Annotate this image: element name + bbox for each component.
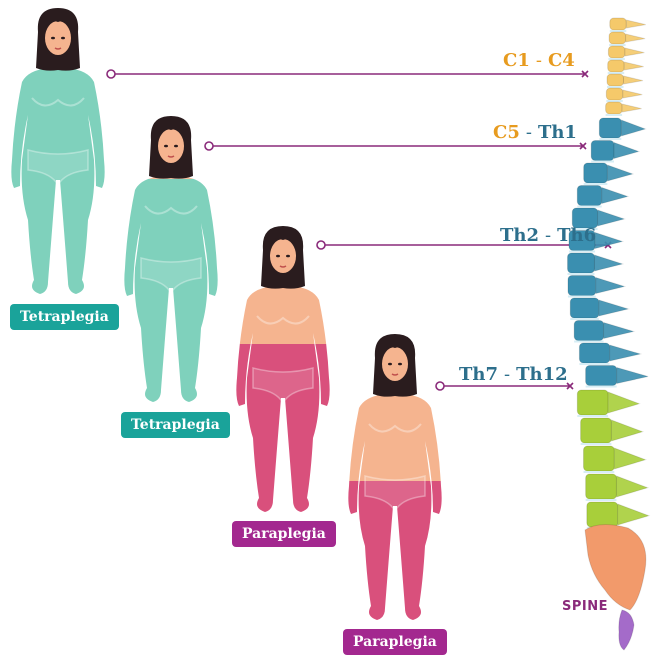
thoracic-vertebra — [584, 163, 633, 185]
sacrum — [585, 524, 646, 610]
level-separator: - — [530, 50, 548, 71]
figure-label-tetraplegia-1: Tetraplegia — [10, 304, 119, 330]
intervertebral-disc — [577, 415, 608, 417]
cervical-vertebra — [610, 18, 646, 32]
intervertebral-disc — [586, 499, 617, 501]
thoracic-vertebra — [568, 253, 623, 275]
eye-right — [174, 145, 178, 148]
intervertebral-disc — [570, 318, 599, 320]
level-end: Th1 — [538, 122, 577, 143]
face — [382, 347, 408, 381]
lumbar-vertebra — [583, 446, 645, 473]
figure-label-paraplegia-2: Paraplegia — [343, 629, 447, 655]
intervertebral-disc — [586, 386, 617, 388]
level-start: C5 — [493, 122, 520, 143]
intervertebral-disc — [579, 363, 609, 365]
woman-figure-1 — [11, 8, 104, 294]
spine-column — [568, 18, 649, 650]
intervertebral-disc — [581, 443, 612, 445]
face — [270, 239, 296, 273]
level-label-th7-th12: Th7-Th12 — [459, 364, 568, 385]
cervical-vertebra — [608, 60, 644, 74]
woman-figure-3 — [236, 226, 329, 512]
cervical-vertebra — [606, 88, 642, 102]
intervertebral-disc — [606, 114, 623, 116]
coccyx — [619, 610, 634, 650]
level-start: Th2 — [500, 225, 539, 246]
cervical-vertebra — [608, 46, 644, 60]
thoracic-vertebra — [568, 276, 625, 298]
connector-start-circle — [436, 382, 444, 390]
level-start: C1 — [503, 50, 530, 71]
intervertebral-disc — [583, 471, 614, 473]
lumbar-vertebra — [586, 474, 648, 501]
lumbar-vertebra — [577, 390, 639, 417]
intervertebral-disc — [599, 138, 621, 140]
eye-right — [398, 363, 402, 366]
cervical-vertebra — [606, 102, 642, 116]
level-end: Th6 — [557, 225, 596, 246]
level-separator: - — [520, 122, 538, 143]
intervertebral-disc — [574, 341, 603, 343]
figure-label-tetraplegia-2: Tetraplegia — [121, 412, 230, 438]
connector-1 — [107, 70, 588, 78]
lumbar-vertebra — [581, 418, 643, 445]
eye-left — [276, 255, 280, 258]
level-label-c1-c4: C1-C4 — [503, 50, 575, 71]
level-label-th2-th6: Th2-Th6 — [500, 225, 596, 246]
figure-label-paraplegia-1: Paraplegia — [232, 521, 336, 547]
intervertebral-disc — [568, 296, 596, 298]
level-end: Th12 — [516, 364, 568, 385]
level-label-c5-th1: C5-Th1 — [493, 122, 577, 143]
intervertebral-disc — [577, 206, 601, 208]
woman-figure-2 — [124, 116, 217, 402]
level-start: Th7 — [459, 364, 498, 385]
thoracic-vertebra — [570, 298, 628, 320]
intervertebral-disc — [584, 183, 608, 185]
eye-left — [51, 37, 55, 40]
intervertebral-disc — [568, 273, 595, 275]
level-separator: - — [498, 364, 516, 385]
thoracic-vertebra — [579, 343, 640, 365]
intervertebral-disc — [569, 251, 595, 253]
level-separator: - — [539, 225, 557, 246]
thoracic-vertebra — [574, 321, 634, 343]
woman-figure-4 — [348, 334, 441, 620]
face — [45, 21, 71, 55]
intervertebral-disc — [591, 161, 614, 163]
cervical-vertebra — [609, 32, 645, 46]
level-end: C4 — [548, 50, 575, 71]
eye-right — [61, 37, 65, 40]
thoracic-vertebra — [586, 366, 649, 388]
face — [158, 129, 184, 163]
eye-left — [164, 145, 168, 148]
connector-start-circle — [205, 142, 213, 150]
connector-2 — [205, 142, 586, 150]
thoracic-vertebra — [599, 118, 645, 140]
spine-label: SPINE — [562, 599, 608, 614]
connector-start-circle — [317, 241, 325, 249]
connector-start-circle — [107, 70, 115, 78]
eye-right — [286, 255, 290, 258]
eye-left — [388, 363, 392, 366]
cervical-vertebra — [607, 74, 643, 88]
thoracic-vertebra — [591, 141, 639, 163]
thoracic-vertebra — [577, 186, 628, 208]
